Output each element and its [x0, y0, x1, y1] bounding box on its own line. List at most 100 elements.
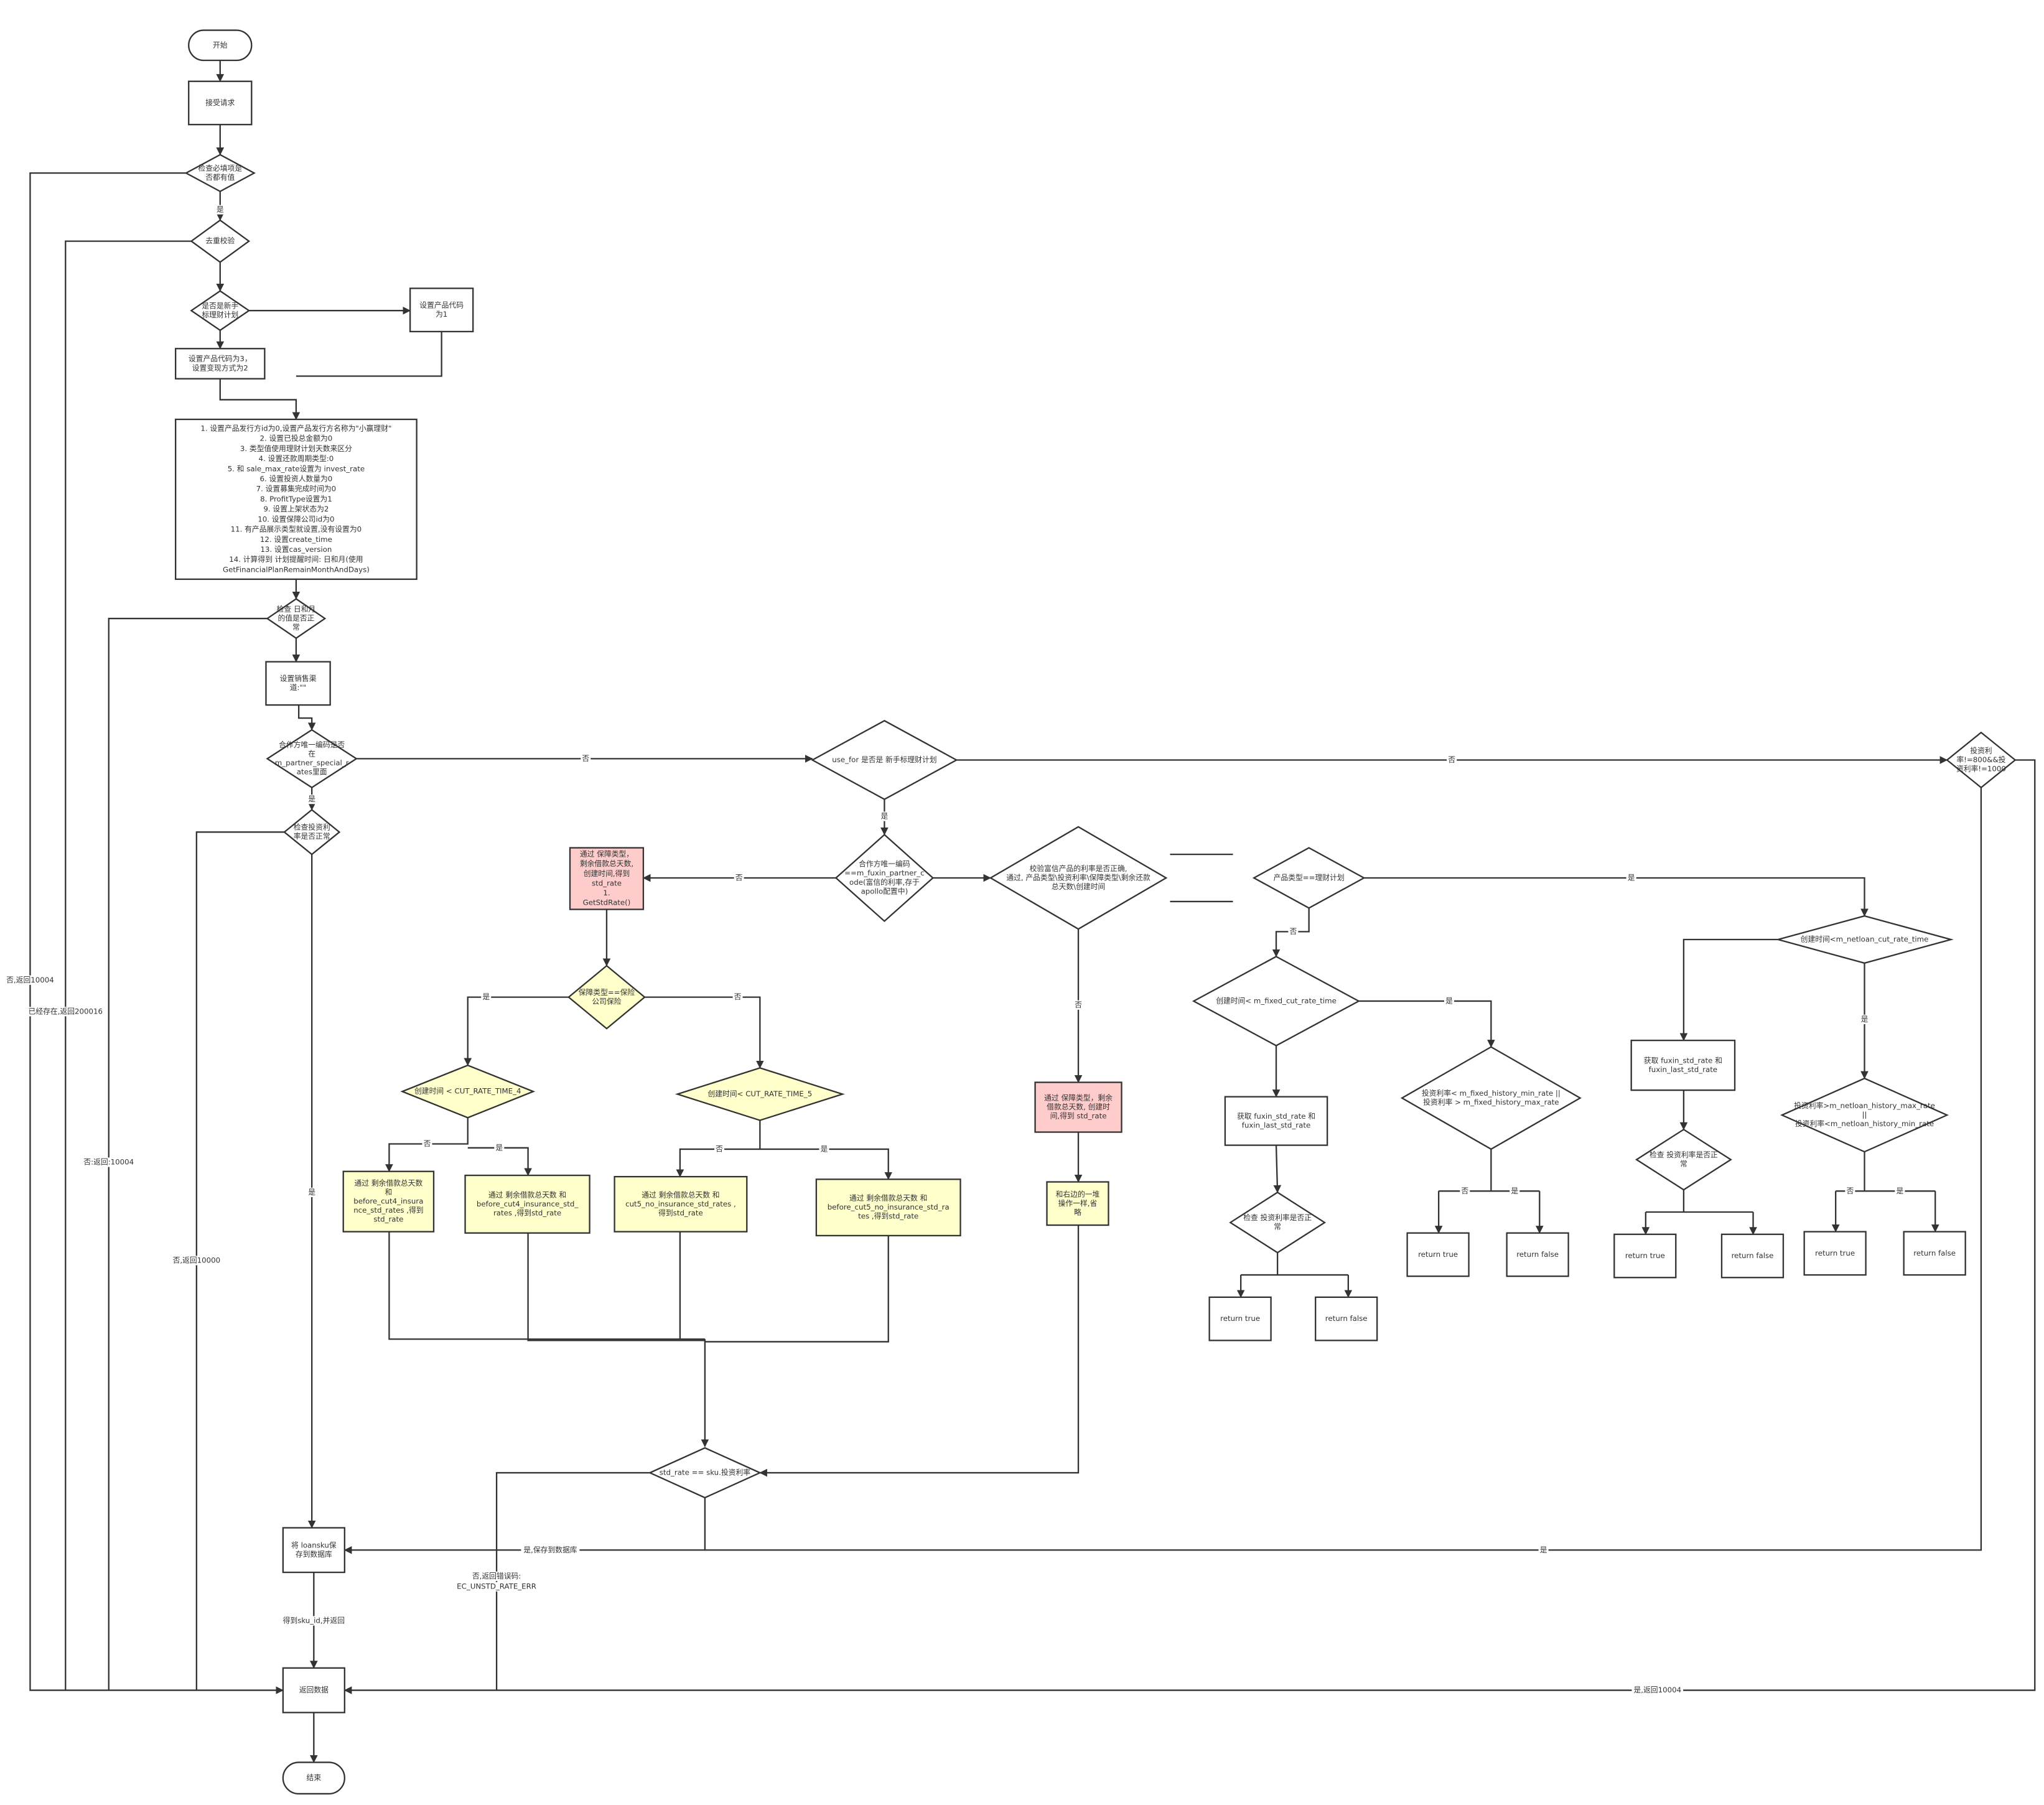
node-text: 创建时间,得到 — [584, 869, 630, 878]
edge-label-text: 得到sku_id,并返回 — [283, 1616, 345, 1625]
process-box — [409, 287, 474, 333]
edge-label-cut4-yes-label: 是 — [494, 1143, 505, 1153]
node-text: 创建时间< m_fixed_cut_rate_time — [1216, 996, 1337, 1005]
edge-label-text: 否,返回错误码: — [472, 1572, 521, 1580]
edge-label-dedup-exists: 已经存在,返回200016 — [26, 1007, 105, 1017]
label-background — [1073, 1000, 1084, 1010]
process-box — [815, 1178, 961, 1237]
terminator-shape — [282, 1761, 345, 1795]
node-text: return true — [1220, 1314, 1260, 1323]
node-text: 间,得到 std_rate — [1050, 1112, 1107, 1121]
label-background — [581, 753, 591, 763]
decision-diamond — [266, 729, 358, 789]
label-background — [1288, 926, 1299, 936]
node-text: 1. — [603, 889, 610, 897]
edge-label-fuxin-no: 否 — [734, 873, 744, 883]
node-fixed-cut-time: 创建时间< m_fixed_cut_rate_time — [1192, 956, 1361, 1047]
node-text: 否都有值 — [205, 173, 235, 182]
node-text: 为1 — [436, 310, 447, 319]
decision-diamond — [1635, 1128, 1732, 1191]
node-text: 10. 设置保障公司id为0 — [258, 515, 334, 523]
node-text: ates里面 — [297, 768, 327, 777]
decision-diamond — [1229, 1192, 1327, 1254]
edge-label-day-month-no: 否:返回:10004 — [80, 1157, 137, 1167]
process-box — [188, 80, 253, 126]
label-background — [307, 1187, 317, 1197]
node-text: 资利率!=1000 — [1956, 765, 2006, 773]
node-text: 2. 设置已投总金额为0 — [260, 434, 333, 443]
process-box — [1506, 1232, 1569, 1277]
node-ret-true-4: return true — [1803, 1231, 1867, 1276]
edge-label-text: 是 — [1511, 1187, 1518, 1195]
node-text: 去重校验 — [205, 236, 235, 245]
node-ret-true-3: return true — [1613, 1233, 1677, 1279]
node-ret-false-1: return false — [1315, 1296, 1378, 1341]
node-netloan-cut-time: 创建时间<m_netloan_cut_rate_time — [1775, 915, 1954, 964]
connector-line — [195, 831, 284, 1691]
process-box — [1720, 1233, 1785, 1279]
node-rate-not-800: 投资利率!=800&&投资利率!=1000 — [1946, 731, 2017, 789]
connector-line — [1273, 1145, 1282, 1193]
edge-label-use-for-yes: 是 — [879, 811, 890, 821]
edge-label-netloan-cut-yes: 是 — [1859, 1014, 1870, 1025]
node-text: 通过 保障类型，剩余 — [1044, 1093, 1113, 1102]
process-box — [175, 418, 418, 581]
node-text: 设置变现方式为2 — [192, 363, 248, 372]
edge-label-product-type-yes: 是 — [1626, 873, 1636, 883]
node-end: 结束 — [282, 1761, 345, 1795]
decision-diamond — [1400, 1046, 1582, 1150]
node-text: 设置销售渠 — [280, 674, 317, 683]
process-box — [1034, 1081, 1122, 1133]
connector-line — [65, 240, 192, 1691]
process-box — [1315, 1296, 1378, 1341]
label-background — [481, 992, 492, 1002]
edge-label-text: 是,返回10004 — [1634, 1686, 1682, 1694]
node-text: 检查必填项是 — [198, 164, 242, 172]
node-text: 略 — [1074, 1208, 1081, 1216]
edge-label-text: 是 — [1445, 996, 1453, 1005]
node-ret-false-2: return false — [1506, 1232, 1569, 1277]
nodes-layer: 开始接受请求检查必填项是否都有值去重校验是否是新手标理财计划设置产品代码为1设置… — [175, 29, 2017, 1795]
process-box — [342, 1170, 435, 1233]
node-text: 存到数据库 — [296, 1550, 332, 1559]
edge-label-text: 否 — [716, 1144, 723, 1153]
node-text: GetFinancialPlanRemainMonthAndDays) — [223, 565, 370, 574]
edge-label-text: 是 — [1628, 874, 1635, 882]
node-text: 投资利率<m_netloan_history_min_rate — [1795, 1119, 1934, 1128]
node-text: 设置产品代码为3， — [189, 355, 252, 363]
node-text: 返回数据 — [299, 1686, 329, 1694]
edge-label-text: EC_UNSTD_RATE_ERR — [457, 1582, 536, 1591]
node-fixed-history: 投资利率< m_fixed_history_min_rate ||投资利率 > … — [1400, 1046, 1582, 1150]
node-text: 投资利 — [1970, 746, 1992, 755]
node-text: 常 — [292, 623, 300, 632]
node-text: 8. ProfitType设置为1 — [260, 495, 332, 503]
node-text: std_rate — [373, 1215, 403, 1224]
edge-label-fixed-history-no: 否 — [1460, 1186, 1470, 1196]
node-fuxin-partner: 合作方唯一编码==m_fuxin_partner_code(富信的利率,存于ap… — [834, 833, 935, 923]
decision-diamond — [834, 833, 935, 923]
edge-label-text: 是 — [821, 1144, 828, 1153]
label-background — [879, 811, 890, 821]
node-text: 12. 设置create_time — [260, 535, 332, 544]
decision-diamond — [1780, 1077, 1949, 1153]
node-text: 合作方唯一编码是否 — [279, 740, 345, 749]
process-box — [464, 1174, 590, 1234]
edge-label-insurance-yes: 是 — [481, 992, 492, 1002]
node-cut-time-4: 创建时间 < CUT_RATE_TIME_4 — [400, 1064, 536, 1119]
edge-label-text: 否 — [1846, 1187, 1854, 1195]
process-box — [1630, 1039, 1736, 1091]
label-background — [819, 1144, 829, 1154]
connector-line — [29, 172, 284, 1694]
edge-label-text: 否 — [424, 1139, 431, 1148]
decision-diamond — [190, 219, 251, 263]
node-ret-true-1: return true — [1208, 1296, 1272, 1341]
label-background — [457, 1582, 536, 1592]
edge-label-text: 是 — [1540, 1546, 1547, 1554]
node-text: 合作方唯一编码 — [859, 860, 910, 869]
node-ret-false-4: return false — [1903, 1231, 1966, 1276]
edge-label-std-rate-no-2: EC_UNSTD_RATE_ERR — [457, 1582, 536, 1592]
node-text: 在 — [308, 750, 315, 758]
edge-label-text: 否 — [1448, 755, 1455, 764]
node-text: 通过 剩余借款总天数 和 — [642, 1190, 719, 1199]
